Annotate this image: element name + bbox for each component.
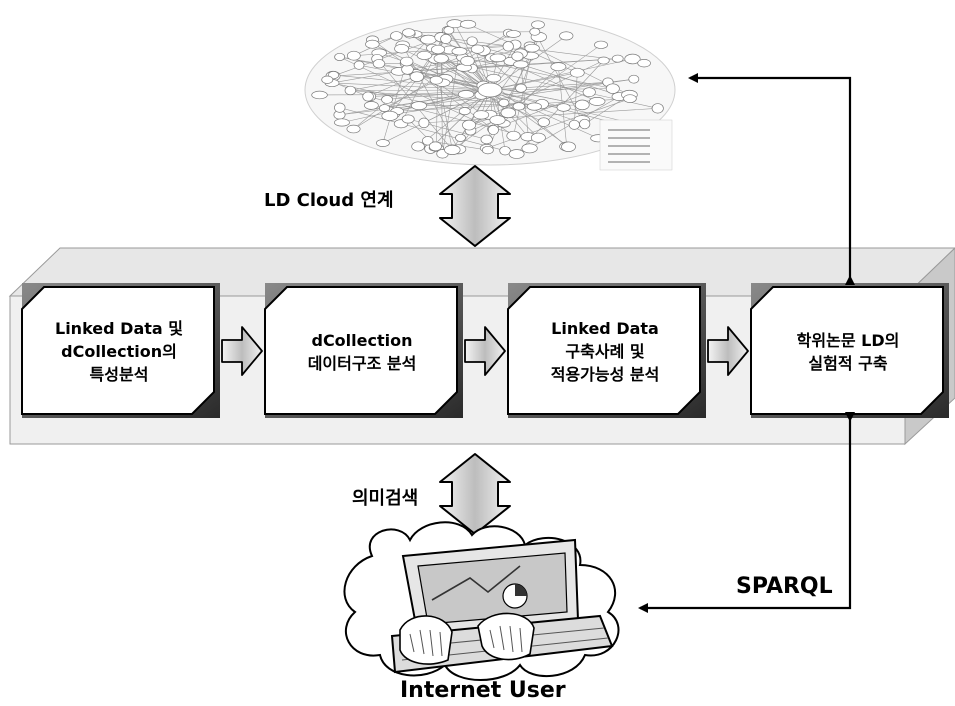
- step-4-label: 학위논문 LD의 실험적 구축: [796, 330, 900, 373]
- step-box-1: [21, 283, 220, 418]
- flow-arrow-3: [707, 326, 749, 376]
- internet-user-label: Internet User: [400, 678, 566, 703]
- semantic-search-label: 의미검색: [352, 488, 419, 509]
- sparql-connector: [638, 412, 855, 613]
- step-2-label: dCollection 데이터구조 분석: [307, 330, 417, 373]
- step-3-label: Linked Data 구축사례 및 적용가능성 분석: [550, 319, 660, 384]
- step-1-label: Linked Data 및 dCollection의 특성분석: [55, 319, 183, 384]
- step-box-3: [507, 283, 706, 418]
- right-hand-icon: [477, 612, 535, 661]
- ld-cloud-graph: [304, 14, 676, 171]
- flow-arrow-1: [221, 326, 263, 376]
- left-hand-icon: [399, 615, 453, 665]
- flow-arrow-2: [464, 326, 506, 376]
- step-box-2: [264, 283, 463, 418]
- ld-cloud-connector: [688, 73, 855, 285]
- ld-cloud-legend: [599, 119, 673, 171]
- internet-user-illustration: [343, 521, 620, 681]
- ld-cloud-double-arrow: [439, 165, 511, 247]
- ld-cloud-label: LD Cloud 연계: [264, 190, 394, 211]
- step-box-4: [750, 283, 949, 418]
- sparql-label: SPARQL: [736, 574, 833, 599]
